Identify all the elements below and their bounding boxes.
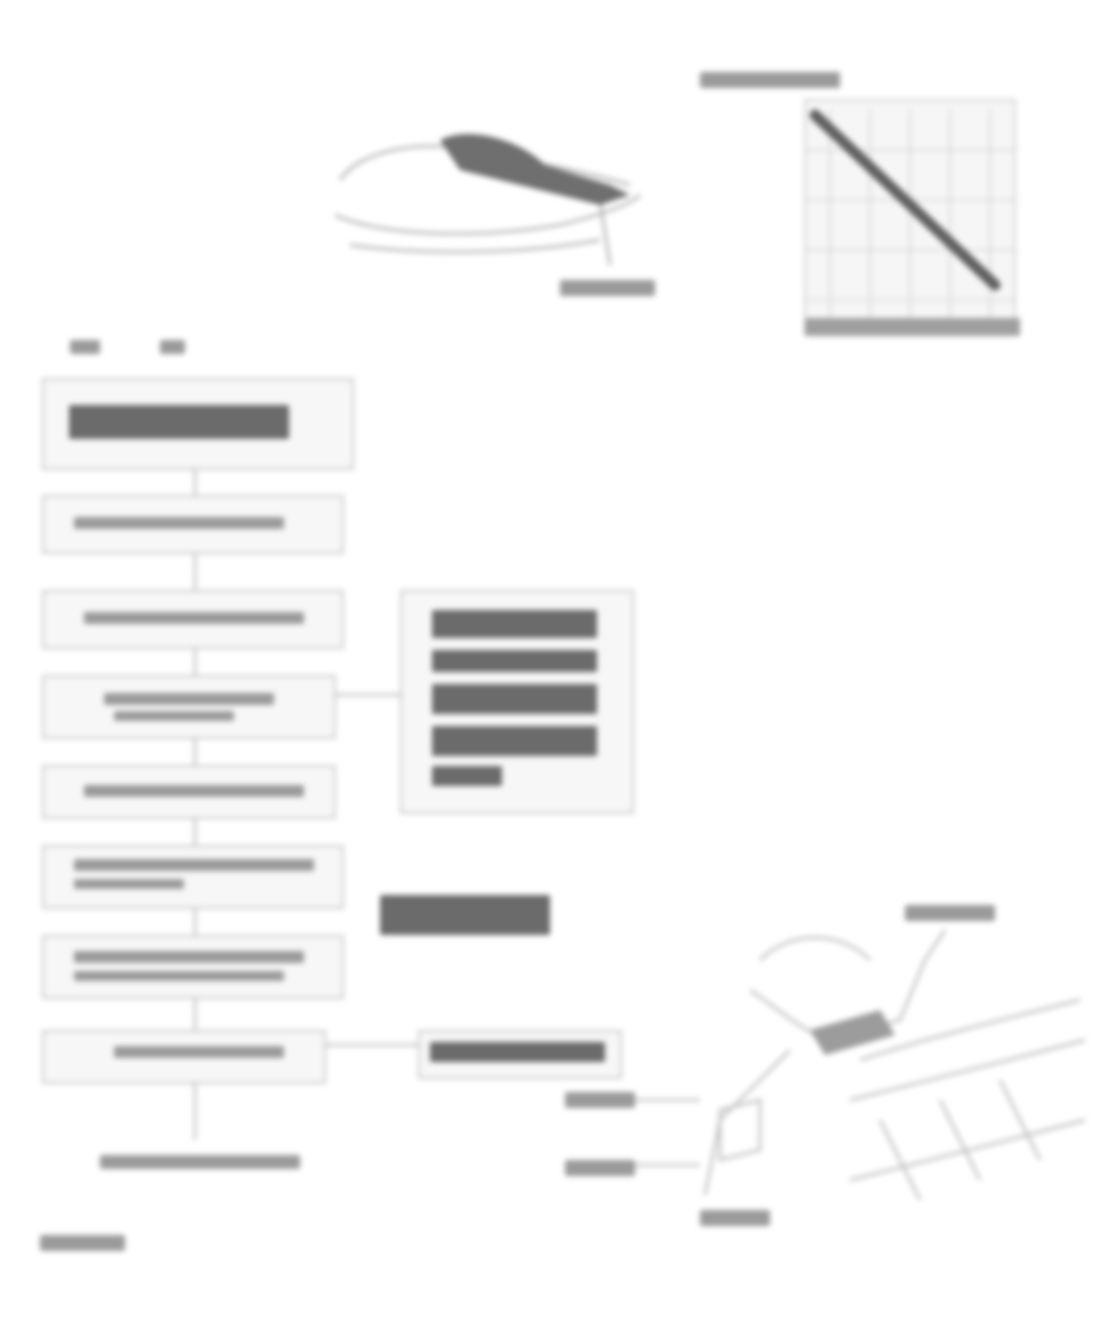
bottom-connector-label [430, 1042, 605, 1062]
flow-step-1-text [74, 517, 284, 529]
top-illustration-callout [560, 280, 655, 296]
middle-table-box [400, 590, 634, 814]
flow-step-4-text [84, 785, 304, 797]
bottom-right-callout-4 [700, 1210, 770, 1226]
top-right-graph [804, 99, 1020, 336]
bottom-right-illustration [703, 929, 1086, 1201]
header-label-a [70, 340, 100, 354]
middle-table-row-5 [432, 766, 502, 786]
flow-step-8-text [100, 1155, 300, 1169]
middle-label [380, 895, 550, 935]
top-illustration-part [440, 134, 630, 205]
flow-step-3-text [104, 693, 274, 705]
flow-step-2 [42, 590, 344, 649]
middle-table-row-2 [432, 650, 597, 672]
flow-step-4 [42, 765, 336, 819]
flow-step-5-text-line2 [74, 879, 184, 889]
flow-step-6-text [74, 951, 304, 963]
page-title [69, 405, 289, 439]
header-label-b [160, 340, 185, 354]
bottom-right-part [810, 1010, 895, 1055]
bottom-right-callout-3 [565, 1160, 635, 1176]
middle-table-row-1 [432, 610, 597, 638]
footer-code [40, 1235, 125, 1251]
flow-step-3 [42, 675, 336, 739]
flow-step-6-text-line2 [74, 971, 284, 981]
flow-step-2-text [84, 612, 304, 624]
middle-table-row-3 [432, 684, 597, 714]
flow-step-1 [42, 495, 344, 554]
bottom-right-callout-1 [905, 905, 995, 921]
flowchart-connectors [193, 465, 700, 1167]
flow-step-5 [42, 845, 344, 909]
flow-step-5-text [74, 859, 314, 871]
bottom-right-callout-2 [565, 1092, 635, 1108]
title-box [42, 378, 354, 470]
flow-step-7-text [114, 1046, 284, 1058]
flow-step-6 [42, 935, 344, 999]
top-right-graph-callout [700, 72, 840, 88]
flow-step-3-text-line2 [114, 711, 234, 721]
bottom-connector-box [418, 1030, 622, 1079]
flow-step-7 [42, 1030, 326, 1084]
middle-table-row-4 [432, 726, 597, 756]
